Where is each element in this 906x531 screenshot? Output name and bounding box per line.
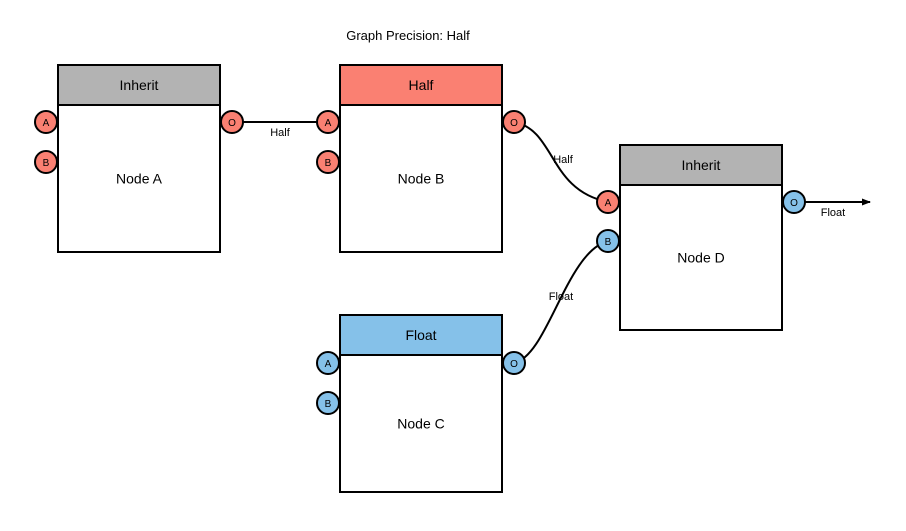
node-d-output-port-o[interactable]: O: [782, 190, 806, 214]
node-b-input-port-a[interactable]: A: [316, 110, 340, 134]
node-d-header-band[interactable]: [619, 144, 783, 186]
node-b-input-port-b-label: B: [325, 158, 332, 169]
node-d-input-port-b[interactable]: B: [596, 229, 620, 253]
node-a-input-port-a[interactable]: A: [34, 110, 58, 134]
node-b-output-port-o-circle[interactable]: [502, 110, 526, 134]
node-c-header-label: Float: [405, 327, 436, 343]
page-title: Graph Precision: Half: [346, 28, 470, 43]
edge-a-to-b[interactable]: Half: [232, 121, 328, 139]
edge-b-to-d-label: Half: [553, 154, 574, 166]
node-d-input-port-b-label: B: [605, 237, 612, 248]
node-c-header-band[interactable]: [339, 314, 503, 356]
node-c-output-port-o[interactable]: O: [502, 351, 526, 375]
node-b-output-port-o[interactable]: O: [502, 110, 526, 134]
node-a-input-port-a-label: A: [43, 118, 50, 129]
node-a-output-port-o-circle[interactable]: [220, 110, 244, 134]
node-b-input-port-a-label: A: [325, 118, 332, 129]
node-c-input-port-b-circle[interactable]: [316, 391, 340, 415]
edge-c-to-d-path[interactable]: [513, 240, 609, 364]
node-b-header-label: Half: [409, 77, 434, 93]
edge-d-output[interactable]: Float: [794, 198, 871, 219]
node-c-output-port-o-circle[interactable]: [502, 351, 526, 375]
node-a-input-port-b[interactable]: B: [34, 150, 58, 174]
node-a-input-port-b-label: B: [43, 158, 50, 169]
node-a-body-label: Node A: [116, 171, 163, 187]
edge-b-to-d[interactable]: Half: [513, 121, 609, 203]
node-b-output-port-o-label: O: [510, 118, 518, 129]
node-b-input-port-b-circle[interactable]: [316, 150, 340, 174]
node-c-input-port-a[interactable]: A: [316, 351, 340, 375]
node-a-input-port-b-circle[interactable]: [34, 150, 58, 174]
node-c-output-port-o-label: O: [510, 359, 518, 370]
node-b-input-port-a-circle[interactable]: [316, 110, 340, 134]
node-a-input-port-a-circle[interactable]: [34, 110, 58, 134]
edge-c-to-d[interactable]: Float: [513, 240, 609, 364]
node-d-input-port-b-circle[interactable]: [596, 229, 620, 253]
node-c-input-port-a-label: A: [325, 359, 332, 370]
node-a-header-band[interactable]: [57, 64, 221, 106]
node-d-output-port-o-circle[interactable]: [782, 190, 806, 214]
edge-a-to-b-label: Half: [270, 127, 291, 139]
node-d-input-port-a-label: A: [605, 198, 612, 209]
edge-b-to-d-path[interactable]: [513, 121, 609, 203]
node-c-input-port-b-label: B: [325, 399, 332, 410]
node-d-header-label: Inherit: [682, 157, 721, 173]
node-d-output-port-o-label: O: [790, 198, 798, 209]
edge-d-output-label: Float: [821, 207, 845, 219]
node-c-input-port-b[interactable]: B: [316, 391, 340, 415]
node-a-output-port-o-label: O: [228, 118, 236, 129]
node-d-input-port-a[interactable]: A: [596, 190, 620, 214]
node-d-input-port-a-circle[interactable]: [596, 190, 620, 214]
node-c-body-label: Node C: [397, 416, 444, 432]
node-a-output-port-o[interactable]: O: [220, 110, 244, 134]
node-c-input-port-a-circle[interactable]: [316, 351, 340, 375]
node-b-header-band[interactable]: [339, 64, 503, 106]
node-b-input-port-b[interactable]: B: [316, 150, 340, 174]
node-d-body-label: Node D: [677, 250, 724, 266]
node-a-header-label: Inherit: [120, 77, 159, 93]
edge-c-to-d-label: Float: [549, 291, 573, 303]
node-b-body-label: Node B: [398, 171, 445, 187]
